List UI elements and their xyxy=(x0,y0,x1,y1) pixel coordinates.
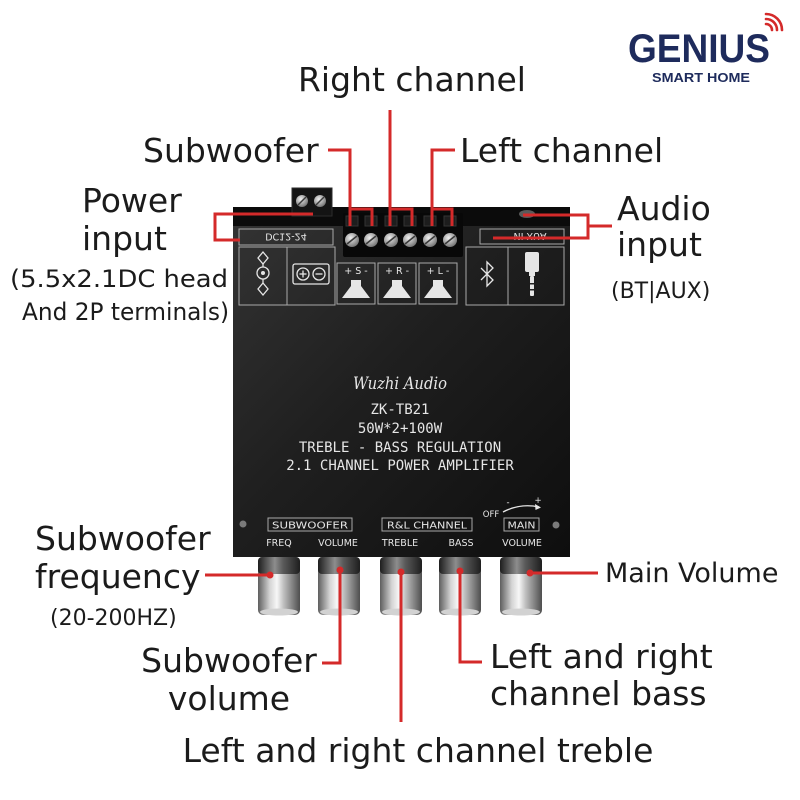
input-icon-panel xyxy=(465,246,565,306)
label-channel-treble: Left and right channel treble xyxy=(183,731,654,770)
audio-input-note: (BT|AUX) xyxy=(611,279,710,304)
rl-group-label: R&L CHANNEL xyxy=(387,521,468,532)
treble-label: TREBLE xyxy=(381,538,418,549)
speaker-output-left: + L - xyxy=(418,262,458,305)
speaker-icon xyxy=(342,280,370,298)
label-main-volume: Main Volume xyxy=(605,558,778,589)
board-description: 2.1 CHANNEL POWER AMPLIFIER xyxy=(286,458,514,474)
minus-label: - xyxy=(506,498,509,508)
genius-logo: GENIUS SMART HOME xyxy=(628,12,784,85)
speaker-terminal-label: + R - xyxy=(385,266,409,277)
subwoofer-volume-line-2: volume xyxy=(168,679,290,718)
mounting-hole xyxy=(552,521,560,529)
off-label: OFF xyxy=(483,510,500,520)
speaker-terminal-label: + L - xyxy=(427,266,450,277)
power-jack-icon xyxy=(256,250,270,297)
rl-group-box xyxy=(381,517,473,532)
mounting-hole xyxy=(239,520,247,528)
callout-dot xyxy=(456,567,464,575)
callout-line-subwoofer-volume xyxy=(322,570,342,665)
callout-line-subwoofer xyxy=(328,148,374,226)
main-group-box xyxy=(503,517,540,532)
channel-bass-line-2: channel bass xyxy=(490,674,707,713)
subwoofer-frequency-knob xyxy=(258,557,300,616)
subwoofer-group-label: SUBWOOFER xyxy=(272,521,348,532)
label-power-input: Power input (5.5x2.1DC head And 2P termi… xyxy=(10,181,229,326)
callout-dot xyxy=(336,566,344,574)
audio-input-line-2: input xyxy=(617,225,702,264)
callout-lines xyxy=(205,110,612,722)
sub-volume-label: VOLUME xyxy=(318,538,358,549)
aux-jack-icon xyxy=(525,252,539,296)
plus-label: + xyxy=(534,496,541,506)
subwoofer-frequency-line-2: frequency xyxy=(35,557,201,596)
board-model: ZK-TB21 xyxy=(370,402,429,418)
aux-label-rotated: AUX IN xyxy=(514,230,547,241)
power-input-note-1: (5.5x2.1DC head xyxy=(10,265,228,293)
control-labels: SUBWOOFER FREQ VOLUME R&L CHANNEL TREBLE… xyxy=(266,496,542,549)
callout-line-audio-input xyxy=(493,213,612,240)
power-screw-terminal xyxy=(291,187,333,217)
bass-label: BASS xyxy=(448,538,473,549)
label-subwoofer-volume: Subwoofer volume xyxy=(141,641,317,718)
label-channel-bass: Left and right channel bass xyxy=(490,637,713,713)
speaker-screw-terminals xyxy=(343,213,463,257)
power-input-line-2: input xyxy=(82,219,167,258)
callout-line-power-input xyxy=(213,212,313,242)
label-subwoofer-frequency: Subwoofer frequency (20-200HZ) xyxy=(35,519,211,631)
callout-dot xyxy=(397,568,405,576)
power-label: DC12-24 xyxy=(265,231,307,242)
wifi-icon xyxy=(764,12,784,32)
callout-line-bass xyxy=(458,571,482,664)
board-feature: TREBLE - BASS REGULATION xyxy=(299,440,501,456)
main-group-label: MAIN xyxy=(508,521,536,532)
subwoofer-group-box xyxy=(267,517,353,532)
volume-arc-arrow xyxy=(535,504,541,510)
subwoofer-volume-line-1: Subwoofer xyxy=(141,641,317,680)
callout-dot xyxy=(526,569,534,577)
subwoofer-frequency-note: (20-200HZ) xyxy=(50,606,177,631)
terminal-icon xyxy=(292,263,330,285)
audio-input-line-1: Audio xyxy=(617,189,711,228)
callout-line-right-channel xyxy=(388,110,414,226)
speaker-output-panel: + S - + R - + L - xyxy=(336,262,458,305)
logo-brand: GENIUS xyxy=(628,27,770,71)
logo-tagline: SMART HOME xyxy=(652,70,750,85)
board-power-rating: 50W*2+100W xyxy=(358,421,443,437)
freq-label: FREQ xyxy=(266,538,292,549)
callout-dot xyxy=(266,571,274,579)
main-volume-knob xyxy=(500,557,542,616)
label-audio-input: Audio input (BT|AUX) xyxy=(611,189,711,304)
bluetooth-icon xyxy=(480,260,494,288)
board-body xyxy=(233,207,570,557)
aux-label: AUX IN xyxy=(514,230,547,241)
subwoofer-frequency-line-1: Subwoofer xyxy=(35,519,211,558)
speaker-icon xyxy=(383,280,411,298)
board-brand: Wuzhi Audio xyxy=(353,374,447,394)
power-label-box xyxy=(238,228,334,246)
speaker-icon xyxy=(424,280,452,298)
speaker-output-right: + R - xyxy=(377,262,417,305)
channel-bass-line-1: Left and right xyxy=(490,637,713,676)
main-volume-label: VOLUME xyxy=(502,538,542,549)
label-left-channel: Left channel xyxy=(460,131,663,170)
amplifier-board: DC12-24 AUX IN + S xyxy=(233,187,570,557)
terminal-screws xyxy=(345,233,457,247)
label-right-channel: Right channel xyxy=(298,60,526,99)
speaker-output-subwoofer: + S - xyxy=(336,262,376,305)
speaker-terminal-label: + S - xyxy=(344,266,367,277)
label-subwoofer-output: Subwoofer xyxy=(143,131,319,170)
power-input-note-2: And 2P terminals) xyxy=(22,298,229,326)
power-label-flipped: DC12-24 xyxy=(265,231,307,242)
power-input-line-1: Power xyxy=(82,181,182,220)
callout-line-left-channel xyxy=(430,148,455,226)
